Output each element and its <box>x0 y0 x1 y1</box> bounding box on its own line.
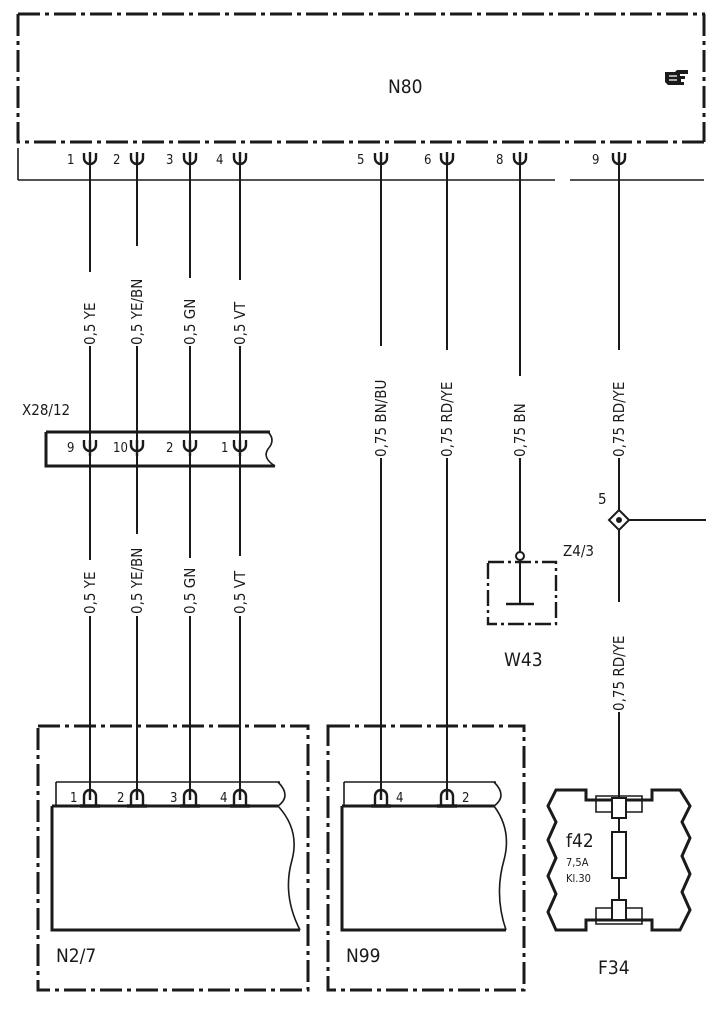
wire-label-right-3: 0,75 BN <box>511 403 529 457</box>
pointing-hand-icon <box>665 70 688 85</box>
x28-pin-1: 1 <box>221 441 228 456</box>
n99-pin-4: 4 <box>396 791 403 806</box>
n80-pin-3: 3 <box>166 153 173 168</box>
f34-label: F34 <box>598 957 630 979</box>
wire-label-f34: 0,75 RD/YE <box>610 636 628 711</box>
x28-pin-2: 2 <box>166 441 173 456</box>
wire-label-upper-1: 0,5 YE <box>81 302 99 345</box>
z4-3-label: Z4/3 <box>563 542 594 560</box>
n2-7-box <box>36 724 310 992</box>
z4-3-splice <box>607 508 631 532</box>
wire-label-upper-3: 0,5 GN <box>181 299 199 345</box>
n2-7-pin-1: 1 <box>70 791 77 806</box>
n2-7-pin-2: 2 <box>117 791 124 806</box>
n80-pin-1: 1 <box>67 153 74 168</box>
x28-pin-9: 9 <box>67 441 74 456</box>
fuse-rating: 7,5A <box>566 856 589 869</box>
wire-label-right-1: 0,75 BN/BU <box>372 380 390 457</box>
fuse-terminal: Kl.30 <box>566 872 591 885</box>
w43-label: W43 <box>504 649 543 671</box>
wire-label-lower-2: 0,5 YE/BN <box>128 548 146 614</box>
lower-wires <box>89 456 241 790</box>
x28-pin-10: 10 <box>113 441 128 456</box>
wire-label-upper-2: 0,5 YE/BN <box>128 279 146 345</box>
n80-pin-5: 5 <box>357 153 364 168</box>
upper-wires <box>89 164 241 440</box>
right-wires <box>380 164 706 798</box>
n99-pin-2: 2 <box>462 791 469 806</box>
n80-pin-8: 8 <box>496 153 503 168</box>
x28-label: X28/12 <box>22 401 70 419</box>
wire-label-lower-1: 0,5 YE <box>81 571 99 614</box>
wire-label-lower-4: 0,5 VT <box>231 570 249 614</box>
n80-box <box>16 12 706 181</box>
wire-label-right-4: 0,75 RD/YE <box>610 382 628 457</box>
n80-pin-4: 4 <box>216 153 223 168</box>
n99-label: N99 <box>346 945 381 967</box>
n80-pin-2: 2 <box>113 153 120 168</box>
n80-label: N80 <box>388 76 423 98</box>
f34-fuse-box <box>546 788 692 932</box>
n2-7-label: N2/7 <box>56 945 96 967</box>
n99-box <box>326 724 526 992</box>
wire-label-lower-3: 0,5 GN <box>181 568 199 614</box>
n2-7-pin-4: 4 <box>220 791 227 806</box>
n80-pin-9: 9 <box>592 153 599 168</box>
wire-label-right-2: 0,75 RD/YE <box>438 382 456 457</box>
n80-pin-6: 6 <box>424 153 431 168</box>
fuse-name: f42 <box>566 830 594 852</box>
x28-connector <box>44 430 276 468</box>
w43-ground-icon <box>486 551 558 626</box>
z4-3-pin: 5 <box>598 490 607 508</box>
n2-7-pin-3: 3 <box>170 791 177 806</box>
wire-label-upper-4: 0,5 VT <box>231 301 249 345</box>
